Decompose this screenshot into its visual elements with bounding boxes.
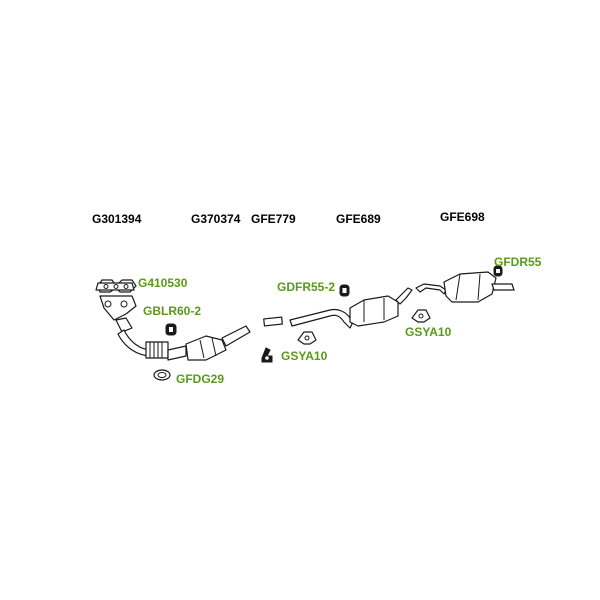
label-part-7[interactable]: GFDG29 <box>176 372 225 386</box>
manifold-gasket[interactable] <box>95 282 135 291</box>
front-pipe[interactable] <box>117 329 169 359</box>
label-main-2[interactable]: G370374 <box>191 212 241 226</box>
label-part-2[interactable]: G410530 <box>138 276 188 290</box>
label-main-1[interactable]: G301394 <box>92 212 142 226</box>
rubber-mount-gblr[interactable] <box>165 323 177 336</box>
label-part-3[interactable]: GDFR55-2 <box>277 280 336 294</box>
rubber-mount-gfdr[interactable] <box>493 265 503 277</box>
rubber-mount-gdfr[interactable] <box>339 284 350 297</box>
hanger-bracket-left[interactable] <box>261 331 317 363</box>
label-part-5[interactable]: GSYA10 <box>405 325 452 339</box>
label-main-4[interactable]: GFE689 <box>336 212 381 226</box>
label-part-4[interactable]: GBLR60-2 <box>143 304 202 318</box>
flange-gasket[interactable] <box>153 369 171 381</box>
rear-silencer[interactable] <box>415 271 515 303</box>
hanger-bracket-right[interactable] <box>411 309 431 323</box>
catalytic-converter[interactable] <box>167 325 251 361</box>
label-part-1[interactable]: GFDR55 <box>494 255 542 269</box>
label-main-5[interactable]: GFE698 <box>440 210 485 224</box>
centre-silencer[interactable] <box>289 287 413 329</box>
label-part-6[interactable]: GSYA10 <box>281 349 328 363</box>
label-main-3[interactable]: GFE779 <box>251 212 296 226</box>
connecting-sleeve[interactable] <box>263 316 283 327</box>
